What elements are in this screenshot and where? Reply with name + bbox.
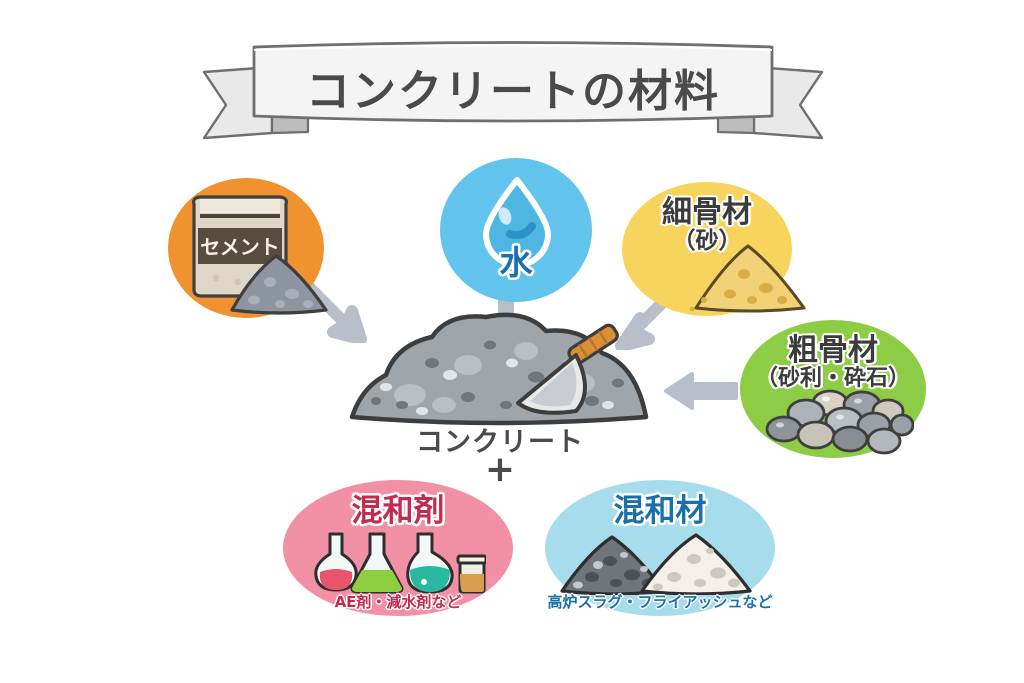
powder-piles-icon [560, 533, 752, 595]
ribbon-shape [202, 41, 824, 140]
water-drop-icon [483, 177, 551, 268]
center-concrete-label: コンクリート [416, 427, 584, 458]
title-banner: コンクリートの材料 [196, 36, 830, 144]
page-title: コンクリートの材料 [306, 66, 720, 117]
sand-pile-icon [690, 244, 806, 313]
plus-sign: + [484, 449, 516, 490]
concrete-pile-icon [349, 312, 649, 426]
svg-text:セメント: セメント [200, 235, 280, 259]
arrow-from-coarse-aggregate-icon [664, 372, 738, 410]
cement-bag-icon: セメント [192, 195, 328, 315]
chemical-flasks-icon [314, 532, 486, 594]
gravel-stones-icon [765, 389, 914, 455]
